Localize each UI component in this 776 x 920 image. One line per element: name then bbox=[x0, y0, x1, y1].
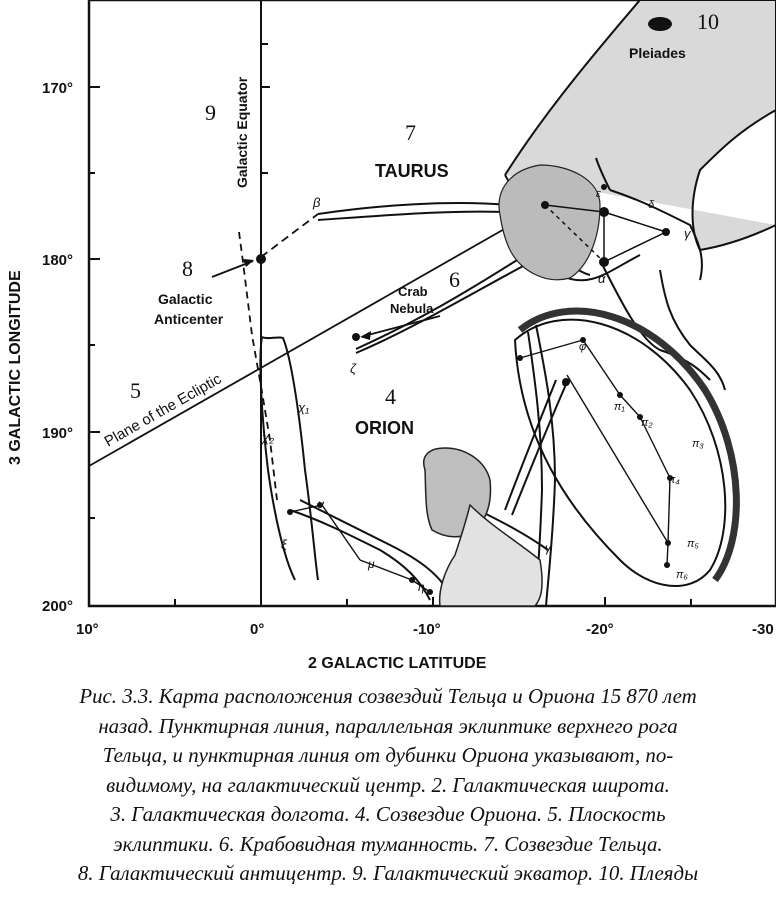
star-label-pi2: π₂ bbox=[641, 417, 653, 429]
anticenter-arrowhead bbox=[243, 259, 254, 267]
ecliptic-label: Plane of the Ecliptic bbox=[102, 370, 225, 450]
y-tick-200: 200° bbox=[42, 598, 73, 615]
nebula-label: Nebula bbox=[390, 301, 434, 316]
orion-shield-star-lines bbox=[519, 339, 671, 566]
galactic-equator-label: Galactic Equator bbox=[234, 76, 250, 188]
callout-8: 8 bbox=[182, 256, 193, 281]
star-label-nu: ν bbox=[318, 497, 324, 511]
y-axis-title: 3 GALACTIC LONGITUDE bbox=[7, 270, 24, 465]
orion-star bbox=[287, 509, 293, 515]
taurus-label: TAURUS bbox=[375, 161, 449, 181]
caption-line-6: эклиптики. 6. Крабовидная туманность. 7.… bbox=[113, 831, 663, 856]
taurus-star bbox=[541, 201, 549, 209]
taurus-star bbox=[601, 184, 607, 190]
orion-label: ORION bbox=[355, 418, 414, 438]
star-label-pi1: π₁ bbox=[614, 401, 625, 413]
callout-5: 5 bbox=[130, 378, 141, 403]
greek-labels: β ζ γ α δ ε χ₁ χ₂ ν ξ μ η φ γ α π₁ π₂ π₃… bbox=[261, 188, 704, 594]
callout-9: 9 bbox=[205, 100, 216, 125]
caption-line-1: Рис. 3.3. Карта расположения созвездий Т… bbox=[79, 684, 697, 708]
y-tick-180: 180° bbox=[42, 252, 73, 269]
orion-shield-star bbox=[637, 414, 643, 420]
y-tick-190: 190° bbox=[42, 425, 73, 442]
crab-label: Crab bbox=[398, 284, 428, 299]
x-tick-minus20: -20° bbox=[586, 621, 614, 638]
club-dashed-line bbox=[238, 231, 278, 501]
orion-shield bbox=[513, 307, 740, 587]
x-tick-minus10: -10° bbox=[413, 621, 441, 638]
callout-10: 10 bbox=[697, 9, 719, 34]
anticenter-label-line1: Galactic bbox=[158, 291, 213, 307]
star-label-zeta: ζ bbox=[350, 361, 357, 376]
caption-line-4: видимому, на галактический центр. 2. Гал… bbox=[106, 772, 670, 797]
orion-star bbox=[409, 577, 415, 583]
star-label-orion-gamma: γ bbox=[545, 541, 552, 555]
star-label-alpha: α bbox=[598, 271, 606, 286]
horn-dashed-line bbox=[260, 213, 319, 258]
star-label-gamma: γ bbox=[684, 226, 692, 241]
x-tick-minus30: -30 bbox=[752, 621, 774, 638]
callout-4: 4 bbox=[385, 384, 396, 409]
caption-line-3: Тельца, и пунктирная линия от дубинки Ор… bbox=[102, 743, 674, 767]
star-label-chi1: χ₁ bbox=[297, 400, 309, 415]
star-label-mu: μ bbox=[367, 557, 375, 571]
crab-nebula-arrow bbox=[363, 315, 441, 337]
y-tick-170: 170° bbox=[42, 80, 73, 97]
orion-shield-star bbox=[580, 337, 586, 343]
caption-line-2: назад. Пунктирная линия, параллельная эк… bbox=[98, 713, 678, 738]
star-label-beta: β bbox=[312, 195, 321, 210]
x-tick-10: 10° bbox=[76, 621, 99, 638]
taurus-star bbox=[599, 207, 609, 217]
star-label-pi4: π₄ bbox=[668, 474, 680, 486]
crab-nebula-arrowhead bbox=[360, 331, 371, 340]
orion-shield-star bbox=[664, 562, 670, 568]
anticenter-label-line2: Anticenter bbox=[154, 311, 224, 327]
pleiades-label: Pleiades bbox=[629, 45, 686, 61]
orion-shield-star bbox=[665, 540, 671, 546]
taurus-head-hatching bbox=[498, 164, 601, 281]
star-label-epsilon: ε bbox=[596, 188, 601, 200]
star-map: 170° 180° 190° 200° 10° 0° -10° -20° -30… bbox=[7, 0, 776, 672]
star-label-delta: δ bbox=[648, 199, 655, 211]
orion-shield-star bbox=[667, 475, 673, 481]
star-label-orion-alpha: α bbox=[562, 377, 569, 389]
x-axis-ticks bbox=[174, 597, 692, 606]
caption-line-7: 8. Галактический антицентр. 9. Галактиче… bbox=[77, 861, 699, 885]
taurus-star bbox=[599, 257, 609, 267]
star-label-xi: ξ bbox=[281, 537, 288, 552]
orion-shield-star bbox=[617, 392, 623, 398]
orion-star bbox=[427, 589, 433, 595]
callout-6: 6 bbox=[449, 267, 460, 292]
star-label-phi: φ bbox=[579, 341, 586, 353]
y-axis-ticks bbox=[89, 43, 270, 519]
crab-nebula-marker bbox=[352, 333, 360, 341]
taurus-star-lines bbox=[544, 204, 667, 263]
orion-star-lines bbox=[289, 504, 431, 593]
orion-head bbox=[423, 447, 543, 607]
star-label-pi6: π₆ bbox=[676, 569, 688, 581]
orion-shield-star bbox=[517, 355, 523, 361]
star-label-pi3: π₃ bbox=[692, 438, 704, 450]
callout-7: 7 bbox=[405, 120, 416, 145]
orion-star bbox=[317, 502, 323, 508]
taurus-star bbox=[662, 228, 670, 236]
anticenter-marker bbox=[256, 254, 266, 264]
star-label-eta: η bbox=[418, 580, 425, 594]
star-label-chi2: χ₂ bbox=[261, 430, 274, 445]
figure-caption: Рис. 3.3. Карта расположения созвездий Т… bbox=[0, 682, 776, 889]
x-tick-0: 0° bbox=[250, 621, 264, 638]
x-axis-title: 2 GALACTIC LATITUDE bbox=[308, 655, 487, 672]
caption-line-5: 3. Галактическая долгота. 4. Созвездие О… bbox=[110, 802, 666, 826]
orion-star bbox=[562, 378, 570, 386]
star-label-pi5: π₅ bbox=[687, 538, 699, 550]
pleiades-marker bbox=[648, 17, 672, 31]
